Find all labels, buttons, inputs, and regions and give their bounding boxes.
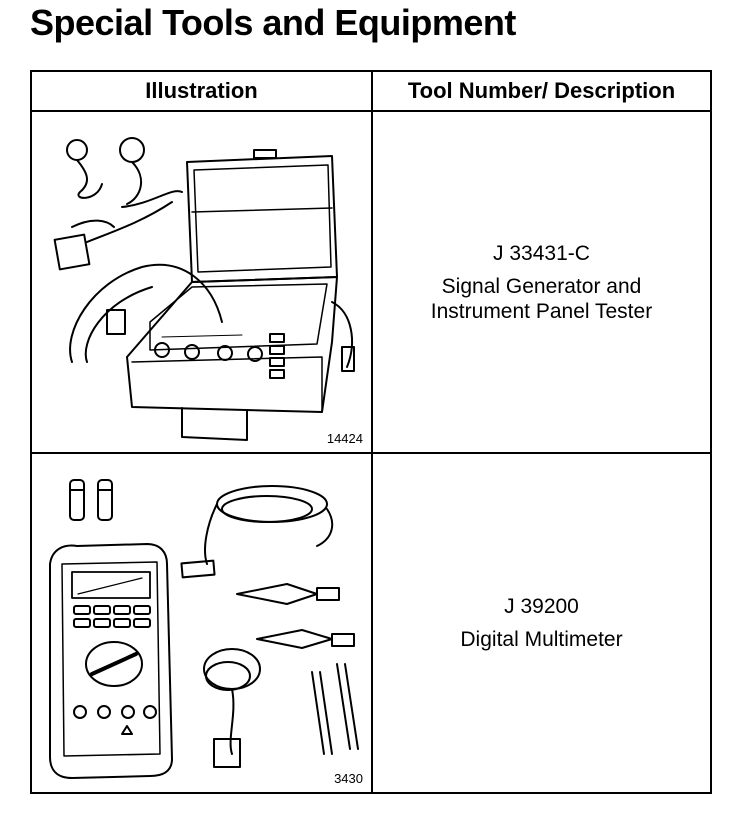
- illustration-cell: 3430: [30, 452, 373, 794]
- header-illustration: Illustration: [30, 70, 373, 112]
- tool-description: Signal Generator and Instrument Panel Te…: [430, 274, 653, 323]
- tool-number: J 33431-C: [493, 241, 590, 265]
- tool-number: J 39200: [504, 595, 579, 618]
- header-tool-description: Tool Number/ Description: [371, 70, 712, 112]
- tool-description-cell: J 39200 Digital Multimeter: [371, 452, 712, 794]
- table-row: 14424 J 33431-C Signal Generator and Ins…: [30, 110, 712, 454]
- page-title: Special Tools and Equipment: [30, 2, 516, 43]
- table-header-row: Illustration Tool Number/ Description: [30, 70, 712, 112]
- tool-description-cell: J 33431-C Signal Generator and Instrumen…: [371, 110, 712, 454]
- figure-number: 14424: [326, 431, 363, 446]
- special-tools-table: Illustration Tool Number/ Description: [30, 70, 712, 794]
- digital-multimeter-illustration: [49, 479, 359, 779]
- tool-description: Digital Multimeter: [460, 628, 623, 651]
- signal-generator-case-illustration: [53, 137, 355, 441]
- figure-number: 3430: [334, 771, 363, 786]
- illustration-cell: 14424: [30, 110, 373, 454]
- table-row: 3430 J 39200 Digital Multimeter: [30, 452, 712, 794]
